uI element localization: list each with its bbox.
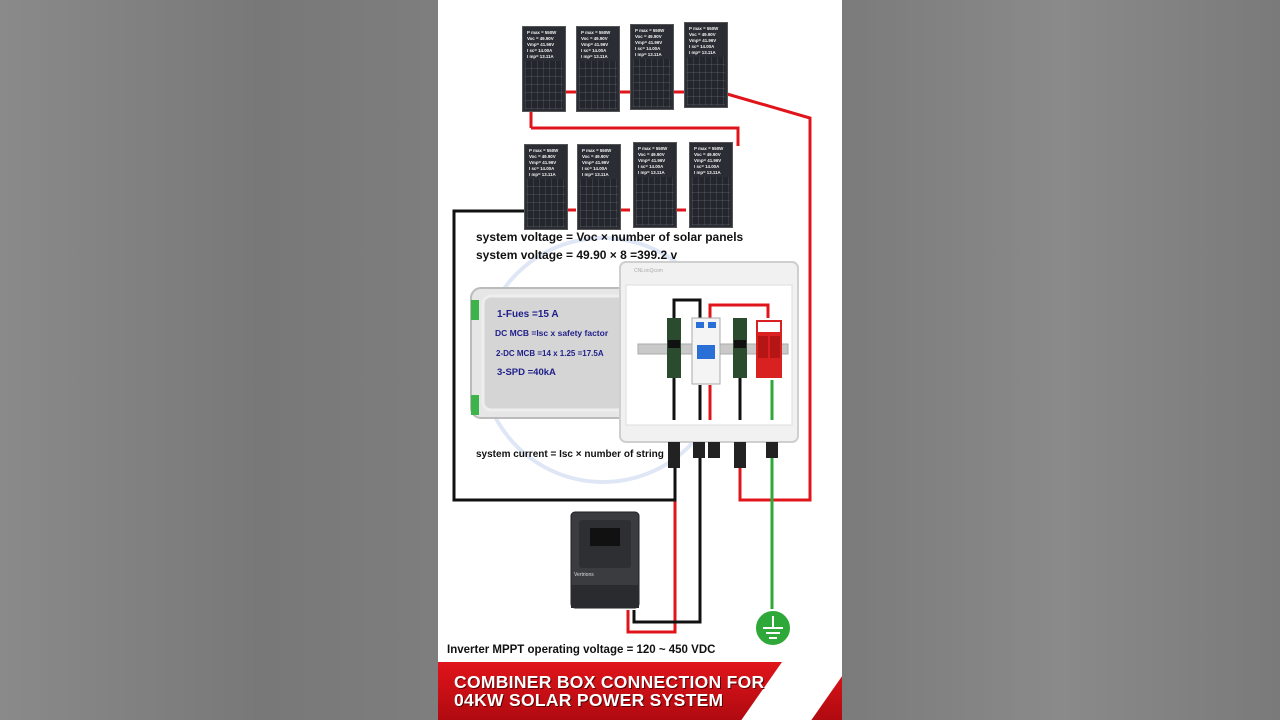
inverter-voltage-range: Inverter MPPT operating voltage = 120 ~ …	[447, 644, 716, 656]
string-negative-wire	[452, 209, 677, 502]
banner-title-line2: 04KW SOLAR POWER SYSTEM	[454, 690, 724, 710]
banner-title-line1: COMBINER BOX CONNECTION FOR	[454, 672, 765, 692]
fuse-rating: 1-Fues =15 A	[497, 309, 559, 320]
string1-positive-wire	[726, 92, 812, 502]
positive-wires	[529, 90, 812, 634]
negative-wires	[452, 209, 702, 624]
system-voltage-formula: system voltage = Voc × number of solar p…	[476, 230, 744, 244]
wiring-diagram	[452, 90, 812, 647]
box-brand-label: CNLonQcom	[634, 268, 663, 274]
left-blur-background	[0, 0, 438, 720]
system-voltage-value: system voltage = 49.90 × 8 =399.2 v	[476, 248, 678, 262]
combiner-box-enclosure	[619, 261, 799, 468]
system-current-formula: system current = Isc × number of string	[476, 449, 664, 460]
inverter-brand-label: Vertrions	[574, 572, 594, 578]
ground-symbol-icon	[754, 609, 792, 647]
string-link-positive	[531, 126, 740, 146]
combiner-box-door	[470, 285, 634, 420]
inverter-positive-wire	[626, 455, 677, 634]
dc-mcb-formula: DC MCB =Isc x safety factor	[495, 328, 609, 338]
spd-rating: 3-SPD =40kA	[497, 367, 556, 378]
inverter-negative-wire	[632, 455, 702, 624]
title-banner: COMBINER BOX CONNECTION FOR 04KW SOLAR P…	[438, 662, 842, 720]
right-blur-background	[842, 0, 1280, 720]
cable-gland	[668, 442, 680, 468]
inverter	[570, 511, 640, 609]
dc-mcb-rating: 2-DC MCB =14 x 1.25 =17.5A	[496, 349, 604, 358]
